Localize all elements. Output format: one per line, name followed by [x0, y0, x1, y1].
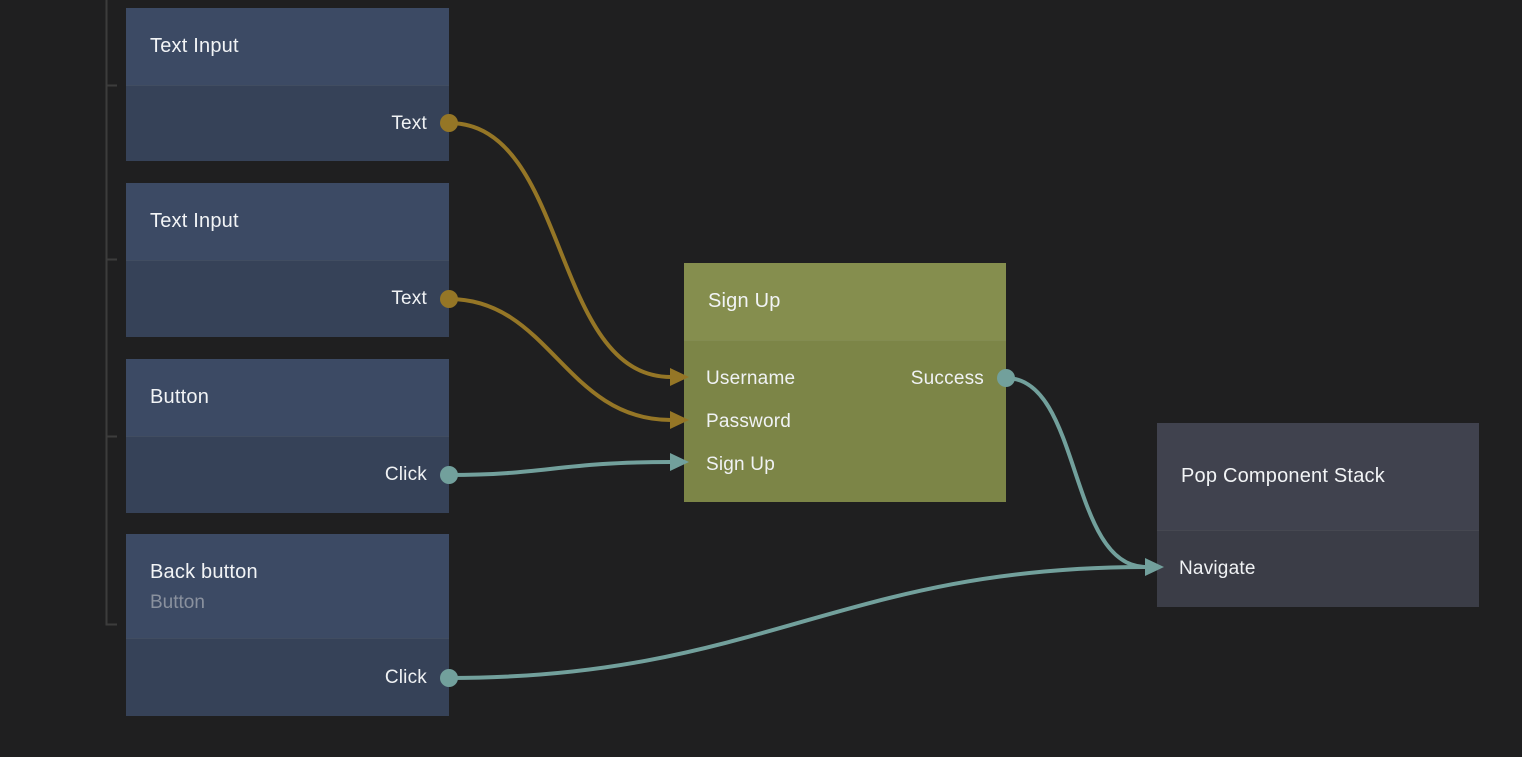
node-subtitle: Button [150, 591, 205, 613]
output-port-label-click: Click [384, 666, 427, 688]
node-body: Username Success Password Sign Up [684, 340, 1006, 502]
node-header[interactable]: Button [126, 359, 449, 436]
node-sign-up[interactable]: Sign Up Username Success Password Sign U… [684, 263, 1006, 502]
node-title: Text Input [150, 35, 239, 57]
node-back-button[interactable]: Back button Button Click [126, 534, 449, 716]
node-header[interactable]: Text Input [126, 183, 449, 260]
node-header[interactable]: Sign Up [684, 263, 1006, 340]
port-row: Click [148, 656, 427, 699]
input-port-label-username: Username [706, 367, 796, 389]
node-pop-component-stack[interactable]: Pop Component Stack Navigate [1157, 423, 1479, 607]
node-text-input-2[interactable]: Text Input Text [126, 183, 449, 337]
node-title: Back button [150, 560, 258, 583]
port-row: Password [706, 400, 984, 443]
node-title: Button [150, 386, 210, 408]
node-header[interactable]: Back button Button [126, 534, 449, 638]
output-port-label-success: Success [910, 367, 984, 389]
node-title: Pop Component Stack [1181, 465, 1385, 487]
output-port-label-text: Text [391, 112, 427, 134]
input-port-label-navigate: Navigate [1179, 558, 1256, 579]
port-row: Text [148, 102, 427, 145]
node-text-input-1[interactable]: Text Input Text [126, 8, 449, 161]
node-body: Click [126, 436, 449, 513]
node-button[interactable]: Button Click [126, 359, 449, 513]
node-title: Text Input [150, 210, 239, 232]
port-row: Sign Up [706, 443, 984, 486]
node-header[interactable]: Text Input [126, 8, 449, 85]
edge-text1-to-username[interactable] [447, 121, 673, 379]
edge-success-to-navigate[interactable] [1004, 376, 1148, 569]
edge-text2-to-password[interactable] [447, 297, 673, 422]
output-port-label-text: Text [391, 288, 427, 309]
output-port-label-click: Click [384, 464, 427, 485]
input-port-label-sign-up: Sign Up [706, 453, 775, 475]
port-row: Text [148, 278, 427, 321]
node-body: Navigate [1157, 530, 1479, 607]
clipped-guide-line [105, 0, 117, 626]
node-title: Sign Up [708, 290, 781, 312]
edge-click-to-signup[interactable] [447, 460, 673, 477]
port-row: Click [148, 454, 427, 497]
node-body: Text [126, 85, 449, 161]
node-body: Click [126, 638, 449, 716]
input-port-label-password: Password [706, 410, 792, 432]
port-row: Username Success [706, 357, 984, 400]
edge-backclick-to-navigate[interactable] [447, 565, 1148, 680]
port-row: Navigate [1179, 548, 1457, 591]
node-body: Text [126, 260, 449, 337]
node-header[interactable]: Pop Component Stack [1157, 423, 1479, 530]
